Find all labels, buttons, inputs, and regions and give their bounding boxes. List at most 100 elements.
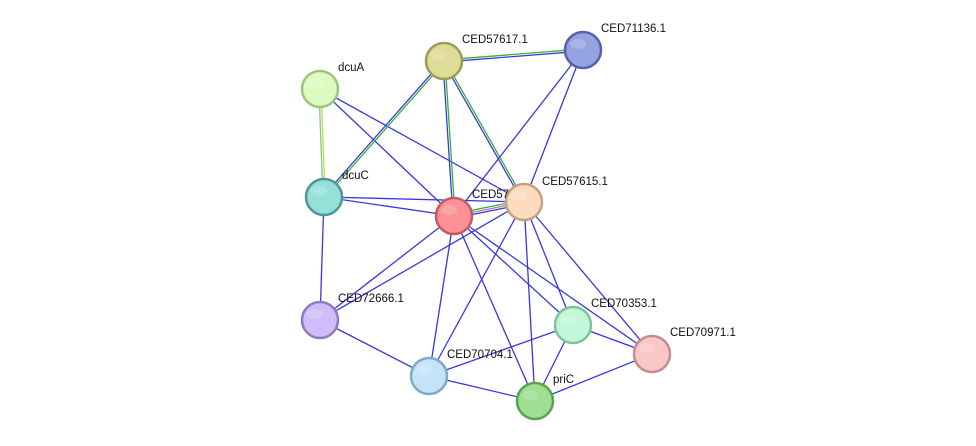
- edge-line: [442, 61, 454, 217]
- edge-line: [523, 201, 574, 326]
- node-ced70704-1[interactable]: [409, 356, 449, 396]
- node-label-ced72666-1: CED72666.1: [338, 293, 404, 305]
- edge-ced57-center-ced72666-1: [319, 215, 455, 321]
- node-ced57617-1[interactable]: [424, 41, 464, 81]
- edge-line: [443, 48, 583, 61]
- node-highlight: [570, 39, 586, 49]
- edge-layer: [318, 48, 653, 402]
- node-label-ced57615-1: CED57615.1: [542, 176, 608, 188]
- node-label-ced70353-1: CED70353.1: [591, 298, 657, 310]
- edge-ced57615-1-ced70704-1: [428, 201, 525, 377]
- node-label-pric: priC: [553, 374, 574, 386]
- node-circle[interactable]: [304, 177, 344, 217]
- edge-line: [453, 215, 574, 326]
- node-label-ced71136-1: CED71136.1: [601, 23, 666, 35]
- node-circle[interactable]: [563, 30, 603, 70]
- edge-line: [428, 215, 455, 377]
- node-highlight: [431, 50, 447, 60]
- node-highlight: [522, 390, 538, 400]
- node-layer: [300, 30, 672, 421]
- edge-line: [319, 319, 430, 377]
- node-ced71136-1[interactable]: [563, 30, 603, 70]
- node-circle[interactable]: [515, 381, 555, 421]
- node-highlight: [311, 186, 327, 196]
- edge-line: [523, 201, 536, 402]
- edge-ced57-center-ced70704-1: [428, 215, 455, 377]
- edge-dcuc-ced57615-1: [323, 196, 525, 203]
- edge-line: [444, 60, 526, 202]
- edge-line: [319, 88, 455, 217]
- node-circle[interactable]: [409, 356, 449, 396]
- node-circle[interactable]: [504, 182, 544, 222]
- edge-ced57615-1-ced70971-1: [523, 201, 653, 355]
- edge-dcuc-ced57-center: [323, 196, 455, 217]
- node-circle[interactable]: [632, 334, 672, 374]
- node-ced72666-1[interactable]: [300, 300, 340, 340]
- edge-line: [444, 60, 456, 216]
- node-pric[interactable]: [515, 381, 555, 421]
- node-circle[interactable]: [300, 69, 340, 109]
- edge-ced70353-1-ced70704-1: [428, 324, 574, 377]
- edge-ced70971-1-pric: [534, 353, 653, 402]
- edge-line: [319, 201, 525, 321]
- edge-ced71136-1-ced57615-1: [523, 49, 584, 203]
- edge-dcuc-ced72666-1: [319, 196, 325, 321]
- edge-line: [453, 215, 653, 355]
- node-label-ced57617-1: CED57617.1: [462, 34, 528, 46]
- label-layer: dcuA CED57617.1 CED71136.1 dcuC CED57 CED5761…: [338, 23, 736, 386]
- edge-line: [319, 88, 525, 203]
- node-dcuc[interactable]: [304, 177, 344, 217]
- node-circle[interactable]: [553, 305, 593, 345]
- node-circle[interactable]: [424, 41, 464, 81]
- edge-ced57617-1-dcuc: [322, 59, 446, 199]
- edge-ced57615-1-ced70353-1: [523, 201, 574, 326]
- node-highlight: [560, 314, 576, 324]
- edge-line: [322, 59, 444, 197]
- node-ced57615-1[interactable]: [504, 182, 544, 222]
- node-highlight: [307, 309, 323, 319]
- edge-dcua-ced57-center: [319, 88, 455, 217]
- edge-ced57615-1-pric: [523, 201, 536, 402]
- node-highlight: [639, 343, 655, 353]
- node-ced70353-1[interactable]: [553, 305, 593, 345]
- node-label-dcuc: dcuC: [342, 170, 369, 182]
- edge-line: [442, 61, 524, 203]
- node-ced57-center[interactable]: [434, 196, 474, 236]
- node-highlight: [307, 78, 323, 88]
- node-dcua[interactable]: [300, 69, 340, 109]
- node-label-ced57-center: CED57: [472, 189, 509, 201]
- edge-line: [324, 61, 446, 199]
- edge-ced57617-1-ced71136-1: [443, 48, 584, 63]
- edge-line: [428, 324, 574, 377]
- edge-ced57617-1-ced57615-1: [442, 60, 526, 203]
- edge-ced57-center-ced70353-1: [453, 215, 574, 326]
- edge-line: [523, 49, 584, 203]
- edge-line: [323, 196, 525, 203]
- node-highlight: [416, 365, 432, 375]
- edge-ced57615-1-ced72666-1: [319, 201, 525, 321]
- node-label-ced70704-1: CED70704.1: [447, 349, 513, 361]
- node-circle[interactable]: [434, 196, 474, 236]
- edge-dcua-ced57615-1: [319, 88, 525, 203]
- node-ced70971-1[interactable]: [632, 334, 672, 374]
- edge-ced72666-1-ced70704-1: [319, 319, 430, 377]
- edge-ced57-center-ced70971-1: [453, 215, 653, 355]
- node-label-ced70971-1: CED70971.1: [670, 327, 736, 339]
- edge-line: [319, 215, 455, 321]
- node-highlight: [511, 191, 527, 201]
- edge-ced57617-1-ced57-center: [442, 60, 456, 217]
- edge-line: [523, 201, 653, 355]
- edge-line: [453, 215, 536, 402]
- node-label-dcua: dcuA: [338, 62, 365, 74]
- edge-ced57-center-pric: [453, 215, 536, 402]
- edge-line: [319, 196, 325, 321]
- edge-line: [453, 49, 584, 217]
- edge-line: [534, 353, 653, 402]
- node-highlight: [441, 205, 457, 215]
- edge-line: [323, 196, 455, 217]
- node-circle[interactable]: [300, 300, 340, 340]
- edge-line: [428, 201, 525, 377]
- edge-line: [444, 50, 584, 63]
- edge-ced71136-1-ced57-center: [453, 49, 584, 217]
